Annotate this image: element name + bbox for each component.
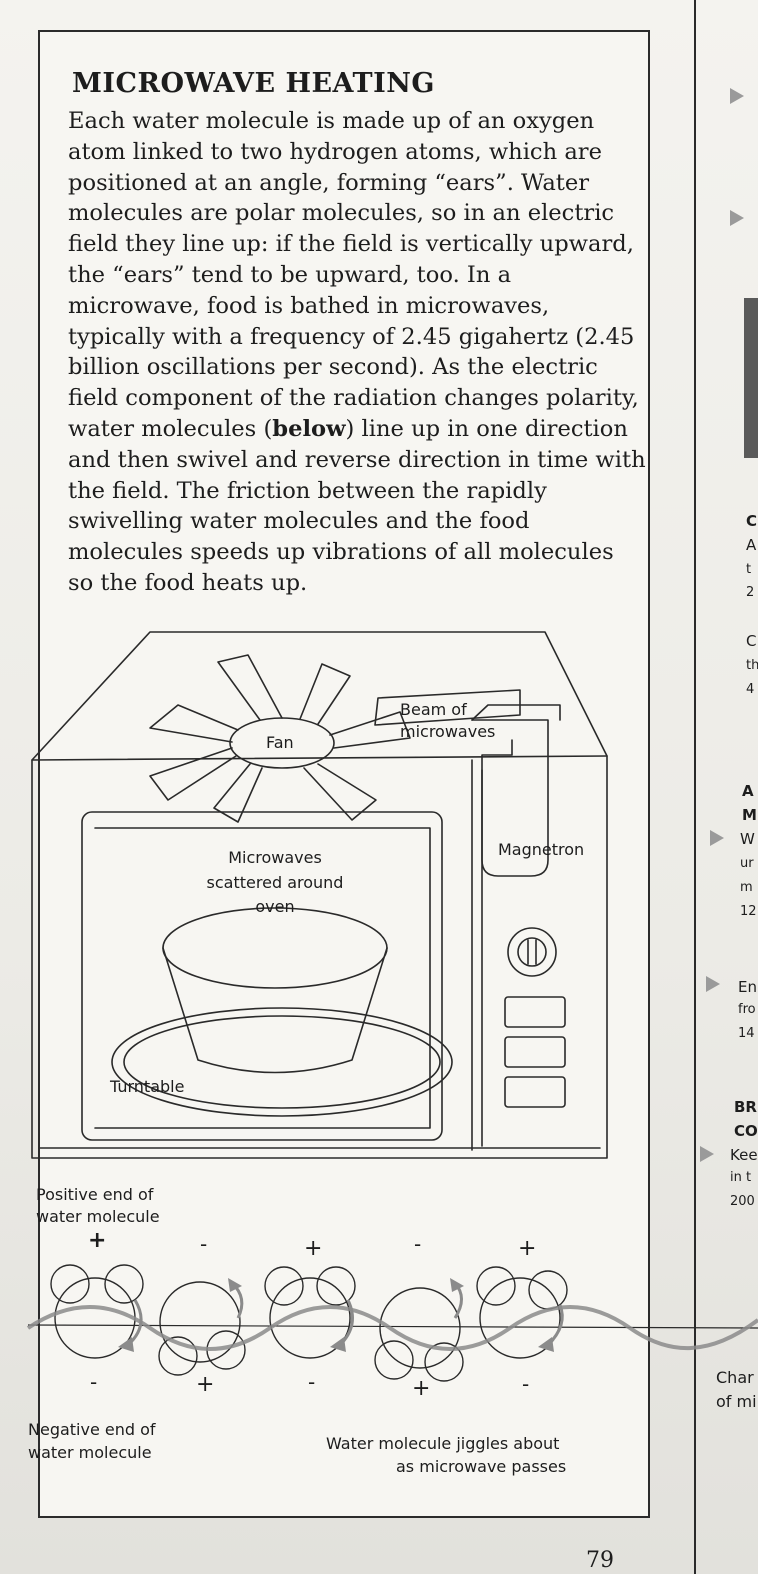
label-fan: Fan: [266, 733, 294, 752]
label-scatter-2: scattered around: [206, 873, 344, 892]
label-beam-2: microwaves: [400, 722, 496, 741]
body-text-bold: below: [272, 415, 346, 442]
label-positive-2: water molecule: [36, 1207, 160, 1226]
sidebar-fragment: 4: [746, 682, 755, 697]
plus-sign: +: [304, 1236, 323, 1261]
hydrogen-atom: [316, 1266, 356, 1306]
oven-cavity: [81, 811, 443, 1141]
fan-blade: [149, 747, 237, 801]
sidebar-fragment: W: [740, 830, 755, 848]
bowl-body: [162, 947, 388, 1074]
minus-sign: -: [414, 1232, 422, 1256]
magnetron-shape: [471, 719, 549, 877]
fan-blade: [329, 711, 411, 749]
hydrogen-atom: [50, 1264, 90, 1304]
hydrogen-atom: [264, 1266, 304, 1306]
sidebar-fragment: 200: [730, 1194, 755, 1209]
sidebar-fragment: th: [746, 658, 758, 673]
article-title: MICROWAVE HEATING: [72, 68, 435, 99]
sidebar-fragment: M: [742, 806, 757, 824]
oxygen-atom: [159, 1281, 241, 1363]
hydrogen-atom: [104, 1264, 144, 1304]
body-text-part1: Each water molecule is made up of an oxy…: [68, 108, 639, 442]
oxygen-atom: [479, 1277, 561, 1359]
axis-line: [27, 1324, 758, 1329]
sidebar-arrow-icon: [700, 1146, 714, 1162]
sidebar-fragment: C: [746, 512, 758, 530]
sidebar-photo: [744, 298, 758, 458]
sidebar-arrow-icon: [710, 830, 724, 846]
fan-blade: [213, 763, 263, 823]
minus-sign: -: [90, 1370, 98, 1394]
column-divider: [694, 0, 696, 1574]
sidebar-fragment: A: [742, 782, 754, 800]
control-button-3: [504, 1076, 566, 1108]
sidebar-fragment: t: [746, 562, 752, 577]
sidebar-fragment: 14: [738, 1026, 755, 1041]
label-negative-1: Negative end of: [28, 1420, 156, 1439]
sidebar-fragment: 12: [740, 904, 757, 919]
oxygen-atom: [379, 1287, 461, 1369]
sidebar-fragment: m: [740, 880, 753, 895]
fan-blade: [303, 763, 377, 821]
hydrogen-atom: [424, 1342, 464, 1382]
label-magnetron: Magnetron: [498, 840, 585, 859]
article-body: Each water molecule is made up of an oxy…: [68, 106, 646, 599]
arrowhead: [538, 1337, 554, 1352]
plus-sign: +: [412, 1376, 431, 1401]
plus-sign: +: [88, 1228, 107, 1253]
body-text-part2: ) line up in one direction and then swiv…: [68, 415, 646, 596]
minus-sign: -: [200, 1232, 208, 1256]
arrowhead: [330, 1337, 346, 1352]
arrowhead: [228, 1278, 242, 1292]
fan-blade: [149, 704, 239, 743]
sidebar-fragment: A: [746, 536, 757, 554]
sidebar-fragment: of mi: [716, 1392, 757, 1411]
fan-blade: [217, 654, 283, 721]
label-jiggle-2: as microwave passes: [396, 1457, 567, 1476]
label-negative-2: water molecule: [28, 1443, 152, 1462]
label-turntable: Turntable: [110, 1077, 185, 1096]
arrowhead: [450, 1278, 464, 1292]
microwave-wave: [26, 1305, 758, 1351]
oven-cavity-inner: [94, 827, 431, 1129]
sidebar-fragment: CO: [734, 1122, 758, 1140]
label-positive-1: Positive end of: [36, 1185, 154, 1204]
turntable-plate: [111, 1007, 453, 1117]
minus-sign: -: [522, 1372, 530, 1396]
sidebar-fragment: ur: [740, 856, 754, 871]
sidebar-arrow-icon: [706, 976, 720, 992]
minus-sign: -: [308, 1370, 316, 1394]
sidebar-fragment: Kee: [730, 1146, 758, 1164]
hydrogen-atom: [158, 1336, 198, 1376]
oxygen-atom: [269, 1277, 351, 1359]
control-button-2: [504, 1036, 566, 1068]
label-scatter-3: oven: [255, 897, 295, 916]
sidebar-fragment: En: [738, 978, 757, 996]
sidebar-arrow-icon: [730, 88, 744, 104]
sidebar-fragment: Char: [716, 1368, 754, 1387]
hydrogen-atom: [374, 1340, 414, 1380]
plus-sign: +: [518, 1236, 537, 1261]
label-jiggle-1: Water molecule jiggles about: [326, 1434, 560, 1453]
sidebar-fragment: C: [746, 632, 757, 650]
arrowhead: [118, 1337, 134, 1352]
page-number: 79: [586, 1548, 614, 1573]
sidebar-fragment: in t: [730, 1170, 752, 1185]
control-dial: [507, 927, 557, 977]
sidebar-arrow-icon: [730, 210, 744, 226]
hydrogen-atom: [476, 1266, 516, 1306]
label-beam-1: Beam of: [400, 700, 467, 719]
sidebar-fragment: 2: [746, 585, 755, 600]
sidebar-fragment: BR: [734, 1098, 757, 1116]
fan-blade: [299, 663, 351, 725]
sidebar-fragment: fro: [738, 1002, 756, 1017]
plus-sign: +: [196, 1372, 215, 1397]
label-scatter-1: Microwaves: [228, 848, 322, 867]
oven-top-inner-edge: [31, 755, 608, 761]
control-button-1: [504, 996, 566, 1028]
